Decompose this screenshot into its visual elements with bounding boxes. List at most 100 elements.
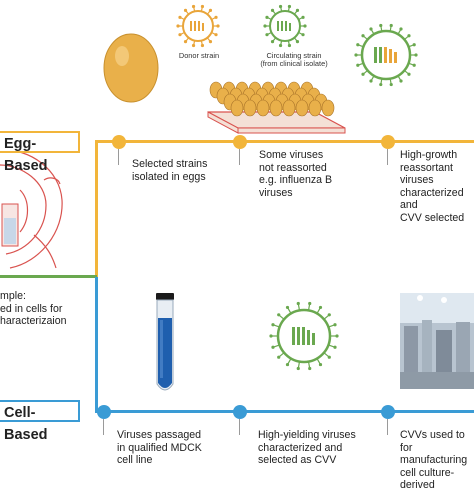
virus-spike-tip	[407, 34, 411, 38]
cell-track-line	[95, 410, 474, 413]
virus-spike-tip	[369, 79, 373, 83]
virus-spike-tip	[379, 23, 383, 28]
virus-spike-tip	[301, 15, 305, 19]
egg-track-line	[95, 140, 474, 143]
circulating-strain-virus	[263, 4, 307, 48]
virus-spike-tip	[301, 33, 305, 37]
virus-spike-tip	[277, 313, 281, 317]
virus-spike-tip	[356, 63, 360, 67]
virus-spike-tip	[399, 79, 403, 83]
cell-step-1-tick	[103, 419, 104, 435]
cell-based-label: Cell-Based	[0, 400, 80, 443]
virus-spike-tip	[412, 63, 416, 67]
virus-spike-tip	[183, 8, 188, 12]
track-divider	[0, 275, 97, 278]
virus-spike-tip	[379, 82, 383, 87]
cell-step-3-tick	[387, 419, 388, 435]
virus-spike-tip	[407, 72, 411, 76]
egg-based-label-text: Egg-Based	[4, 136, 48, 174]
egg-step-2-marker	[233, 135, 247, 149]
virus-spike-tip	[277, 355, 281, 359]
virus-spike-tip	[389, 23, 393, 28]
virus-spike-tip	[369, 27, 373, 31]
virus-spike-tip	[327, 355, 331, 359]
virus-spike-tip	[333, 345, 337, 349]
virus-spike-tip	[178, 33, 182, 37]
virus-spike-tip	[176, 24, 180, 28]
virus-spike-tip	[191, 43, 196, 48]
tray-egg	[282, 99, 296, 117]
virus-spike-tip	[214, 33, 218, 37]
virus-spike-tip	[318, 362, 323, 367]
virus-spike-tip	[285, 305, 290, 310]
virus-spike-tip	[208, 8, 213, 12]
donor-strain-label: Donor strain	[178, 51, 220, 60]
tray-egg	[269, 99, 283, 117]
tray-egg	[321, 99, 335, 117]
virus-spike-tip	[263, 24, 267, 28]
egg-step-3-tick	[387, 149, 388, 165]
egg-step-2-tick	[239, 149, 240, 165]
virus-spike-tip	[308, 366, 312, 371]
virus-spike-tip	[318, 305, 323, 310]
egg-illustration	[103, 33, 159, 103]
virus-spike-tip	[303, 24, 307, 28]
virus-spike-tip	[412, 43, 416, 47]
virus-spike-tip	[183, 40, 188, 44]
egg-step-1-tick	[118, 149, 119, 165]
test-tube-illustration	[156, 293, 174, 391]
tray-egg	[230, 99, 244, 117]
virus-spike-tip	[287, 4, 292, 9]
egg-step-3-text: High-growth reassortant viruses characte…	[400, 149, 465, 224]
circulating-strain-label: Circulating strain (from clinical isolat…	[260, 51, 328, 69]
anatomy-sketch	[0, 149, 63, 269]
virus-spike-tip	[278, 43, 283, 48]
egg-step-2-text: Some viruses not reassorted e.g. influen…	[259, 149, 333, 199]
tray-egg	[256, 99, 270, 117]
virus-spike-tip	[216, 24, 220, 28]
virus-spike-tip	[295, 8, 300, 12]
virus-spike-tip	[214, 15, 218, 19]
egg-tray-illustration	[207, 111, 346, 134]
egg-step-1-marker	[112, 135, 126, 149]
tray-egg	[308, 99, 322, 117]
virus-spike-tip	[361, 34, 365, 38]
virus-spike-tip	[270, 40, 275, 44]
virus-spike-tip	[271, 345, 275, 349]
donor-strain-virus	[176, 4, 220, 48]
cell-step-3-marker	[381, 405, 395, 419]
egg-step-1-text: Selected strains isolated in eggs	[132, 158, 208, 183]
cell-step-2-marker	[233, 405, 247, 419]
virus-spike-tip	[265, 15, 269, 19]
virus-spike-tip	[296, 301, 300, 306]
virus-spike-tip	[308, 301, 312, 306]
virus-spike-tip	[333, 323, 337, 327]
egg-based-label: Egg-Based	[0, 131, 80, 174]
virus-spike-tip	[269, 334, 273, 338]
manufacturing-facility-photo	[400, 293, 474, 389]
virus-spike-tip	[361, 72, 365, 76]
egg-track-vertical	[95, 141, 98, 277]
virus-spike-tip	[208, 40, 213, 44]
virus-spike-tip	[399, 27, 403, 31]
cell-step-2-tick	[239, 419, 240, 435]
virus-spike-tip	[285, 362, 290, 367]
virus-spike-tip	[389, 82, 393, 87]
virus-spike-tip	[414, 53, 418, 57]
virus-spike-tip	[278, 4, 283, 9]
sample-text: mple: ed in cells for haracterizaion	[0, 290, 67, 327]
cell-step-1-marker	[97, 405, 111, 419]
tray-egg	[295, 99, 309, 117]
virus-spike-tip	[296, 366, 300, 371]
virus-spike-tip	[327, 313, 331, 317]
illustration-layer	[0, 4, 474, 391]
virus-spike-tip	[287, 43, 292, 48]
virus-spike-tip	[265, 33, 269, 37]
cell-step-2-text: High-yielding viruses characterized and …	[258, 429, 356, 466]
virus-spike-tip	[271, 323, 275, 327]
virus-spike-tip	[356, 43, 360, 47]
cell-track-vertical	[95, 277, 98, 412]
egg-step-3-marker	[381, 135, 395, 149]
cell-based-label-text: Cell-Based	[4, 405, 48, 443]
virus-spike-tip	[270, 8, 275, 12]
